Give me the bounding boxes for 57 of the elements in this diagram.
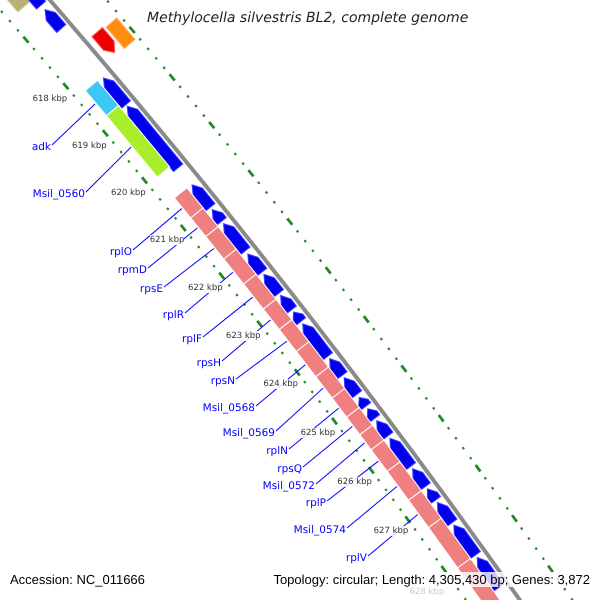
scale-label: 618 kbp	[32, 94, 68, 104]
gene-label: rpsQ	[277, 463, 302, 476]
scale-label: 620 kbp	[111, 188, 146, 198]
scale-label: 624 kbp	[263, 379, 298, 390]
gene-bar	[205, 226, 237, 260]
gene-bar	[278, 319, 310, 352]
gene-bar	[386, 461, 422, 501]
gene-label: Msil_0560	[32, 188, 85, 201]
gene-bar	[346, 406, 374, 436]
gene-bar	[370, 440, 401, 472]
gene-label: rpsN	[210, 375, 235, 388]
gene-bar	[84, 80, 120, 116]
gene-bar	[359, 424, 385, 450]
gene-label: rplP	[306, 497, 326, 510]
gene-bar	[242, 273, 277, 310]
title: Methylocella silvestris BL2, complete genome	[147, 9, 468, 28]
leader-line	[236, 340, 288, 380]
leader-line	[302, 426, 353, 468]
scale-label: 627 kbp	[374, 526, 408, 536]
gene-bar	[315, 366, 346, 399]
scale-label: 626 kbp	[337, 476, 372, 487]
gene-label: rplR	[162, 309, 184, 322]
leader-line	[132, 208, 182, 250]
gene-label: Msil_0568	[202, 402, 255, 415]
scale-label: 625 kbp	[300, 428, 336, 438]
gene-bar	[408, 490, 442, 528]
leader-line	[52, 103, 96, 146]
leader-line	[346, 486, 398, 528]
gene-label: rplN	[266, 445, 288, 458]
gene-label: Msil_0569	[222, 427, 275, 440]
gene-bar	[223, 248, 257, 285]
gene-label: rplF	[182, 333, 202, 346]
gene-label: rplV	[346, 552, 367, 565]
scale-label: 619 kbp	[72, 140, 107, 151]
gene-label: adk	[32, 141, 51, 154]
gene-bar	[296, 341, 330, 378]
scale-label: 622 kbp	[188, 282, 223, 293]
genome-stats-text: Topology: circular; Length: 4,305,430 bp; Genes: 3,872	[273, 572, 590, 587]
scale-label: 621 kbp	[150, 235, 184, 246]
leader-line	[276, 388, 324, 432]
gene-bar	[106, 104, 170, 178]
leader-line	[202, 296, 254, 338]
leader-line	[148, 227, 198, 268]
scale-label: 623 kbp	[226, 330, 261, 341]
gene-bar	[262, 298, 293, 330]
gene-label: Msil_0574	[294, 524, 346, 537]
accession-text: Accession: NC_011666	[10, 572, 145, 587]
gene-label: rpsH	[196, 357, 221, 370]
gene-bar	[331, 388, 360, 418]
leader-line	[164, 248, 214, 288]
gene-bar	[190, 207, 219, 238]
leader-line	[316, 442, 366, 484]
gene-label: rpmD	[118, 264, 147, 277]
gene-label: rpsE	[140, 283, 163, 296]
gene-bar	[174, 187, 204, 219]
gene-label: Msil_0572	[262, 480, 315, 493]
gene-label: rplO	[110, 246, 132, 259]
